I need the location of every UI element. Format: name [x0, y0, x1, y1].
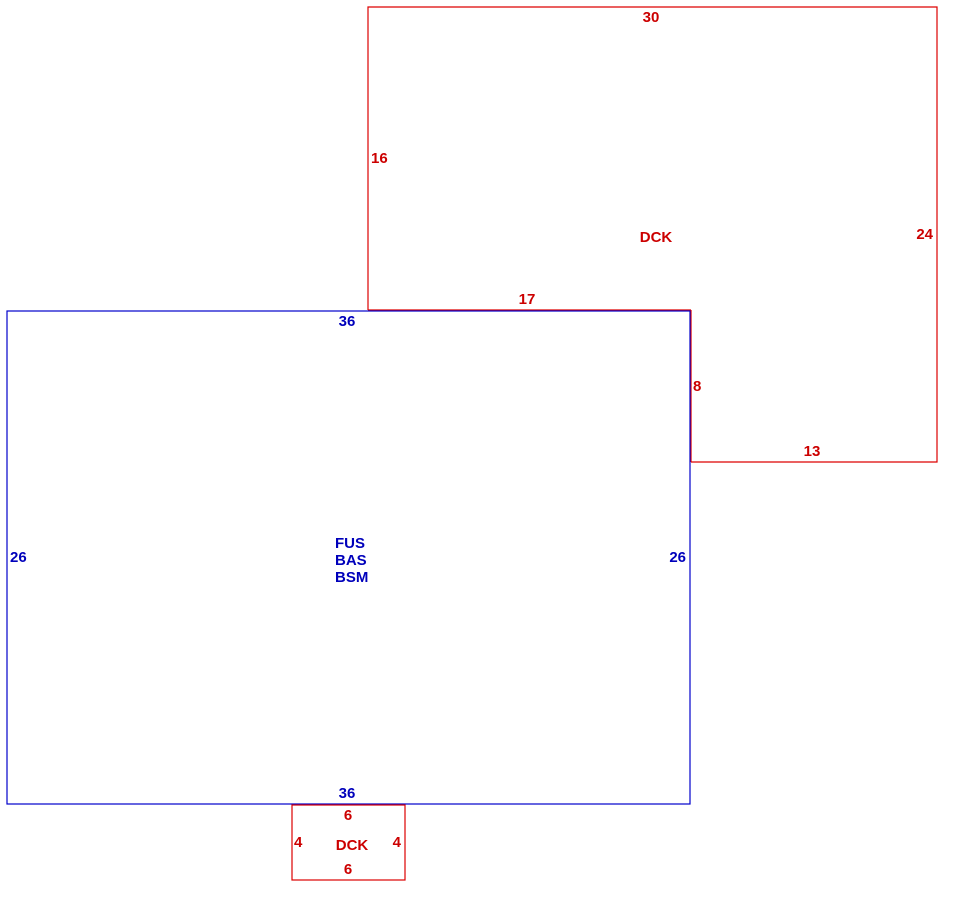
deck-small-outline — [291, 804, 406, 881]
deck-main-dim-left: 16 — [371, 150, 388, 167]
house-label-bsm: BSM — [335, 569, 368, 586]
house-label-fus: FUS — [335, 535, 365, 552]
deck-main-dim-right: 24 — [916, 226, 933, 243]
house-dim-bottom: 36 — [339, 785, 356, 802]
house-label-bas: BAS — [335, 552, 367, 569]
house-dim-right: 26 — [669, 549, 686, 566]
deck-small-dim-left: 4 — [294, 834, 303, 851]
deck-main-dim-bottom: 13 — [804, 443, 821, 460]
deck-main-dim-inner-right: 8 — [693, 378, 701, 395]
house-outline — [6, 310, 691, 805]
deck-small-dim-right: 4 — [393, 834, 402, 851]
deck-small-dim-bottom: 6 — [344, 861, 352, 878]
deck-small-dim-top: 6 — [344, 807, 352, 824]
deck-main-outline — [367, 6, 938, 463]
house-dim-top: 36 — [339, 313, 356, 330]
deck-small-label: DCK — [336, 837, 369, 854]
deck-main-dim-inner-top: 17 — [519, 291, 536, 308]
deck-main-label: DCK — [640, 229, 673, 246]
house-dim-left: 26 — [10, 549, 27, 566]
deck-main-dim-top: 30 — [643, 9, 660, 26]
